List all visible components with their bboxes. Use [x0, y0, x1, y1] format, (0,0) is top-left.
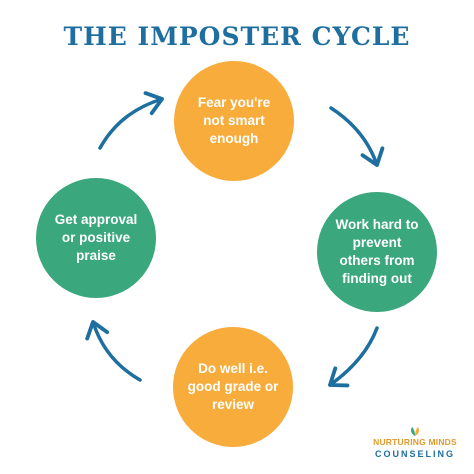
logo: NURTURING MINDS COUNSELING	[360, 425, 470, 465]
arrow-right-to-bottom	[328, 326, 379, 388]
cycle-node-approval: Get approval or positive praise	[36, 178, 156, 298]
logo-line-2: COUNSELING	[374, 449, 455, 459]
arrow-bottom-to-left	[85, 320, 142, 382]
cycle-node-fear: Fear you're not smart enough	[174, 61, 294, 181]
cycle-node-do-well-label: Do well i.e. good grade or review	[187, 361, 279, 412]
logo-line-1: NURTURING MINDS	[373, 437, 457, 447]
cycle-node-do-well: Do well i.e. good grade or review	[173, 327, 293, 447]
cycle-node-work-hard: Work hard to prevent others from finding…	[317, 192, 437, 312]
cycle-node-approval-label: Get approval or positive praise	[54, 212, 138, 263]
cycle-node-work-hard-label: Work hard to prevent others from finding…	[335, 217, 419, 286]
arrow-left-to-top	[98, 91, 164, 150]
leaf-icon	[411, 427, 419, 436]
arrow-top-to-right	[329, 106, 385, 167]
cycle-node-fear-label: Fear you're not smart enough	[197, 95, 271, 146]
page-title: THE IMPOSTER CYCLE	[63, 22, 411, 51]
